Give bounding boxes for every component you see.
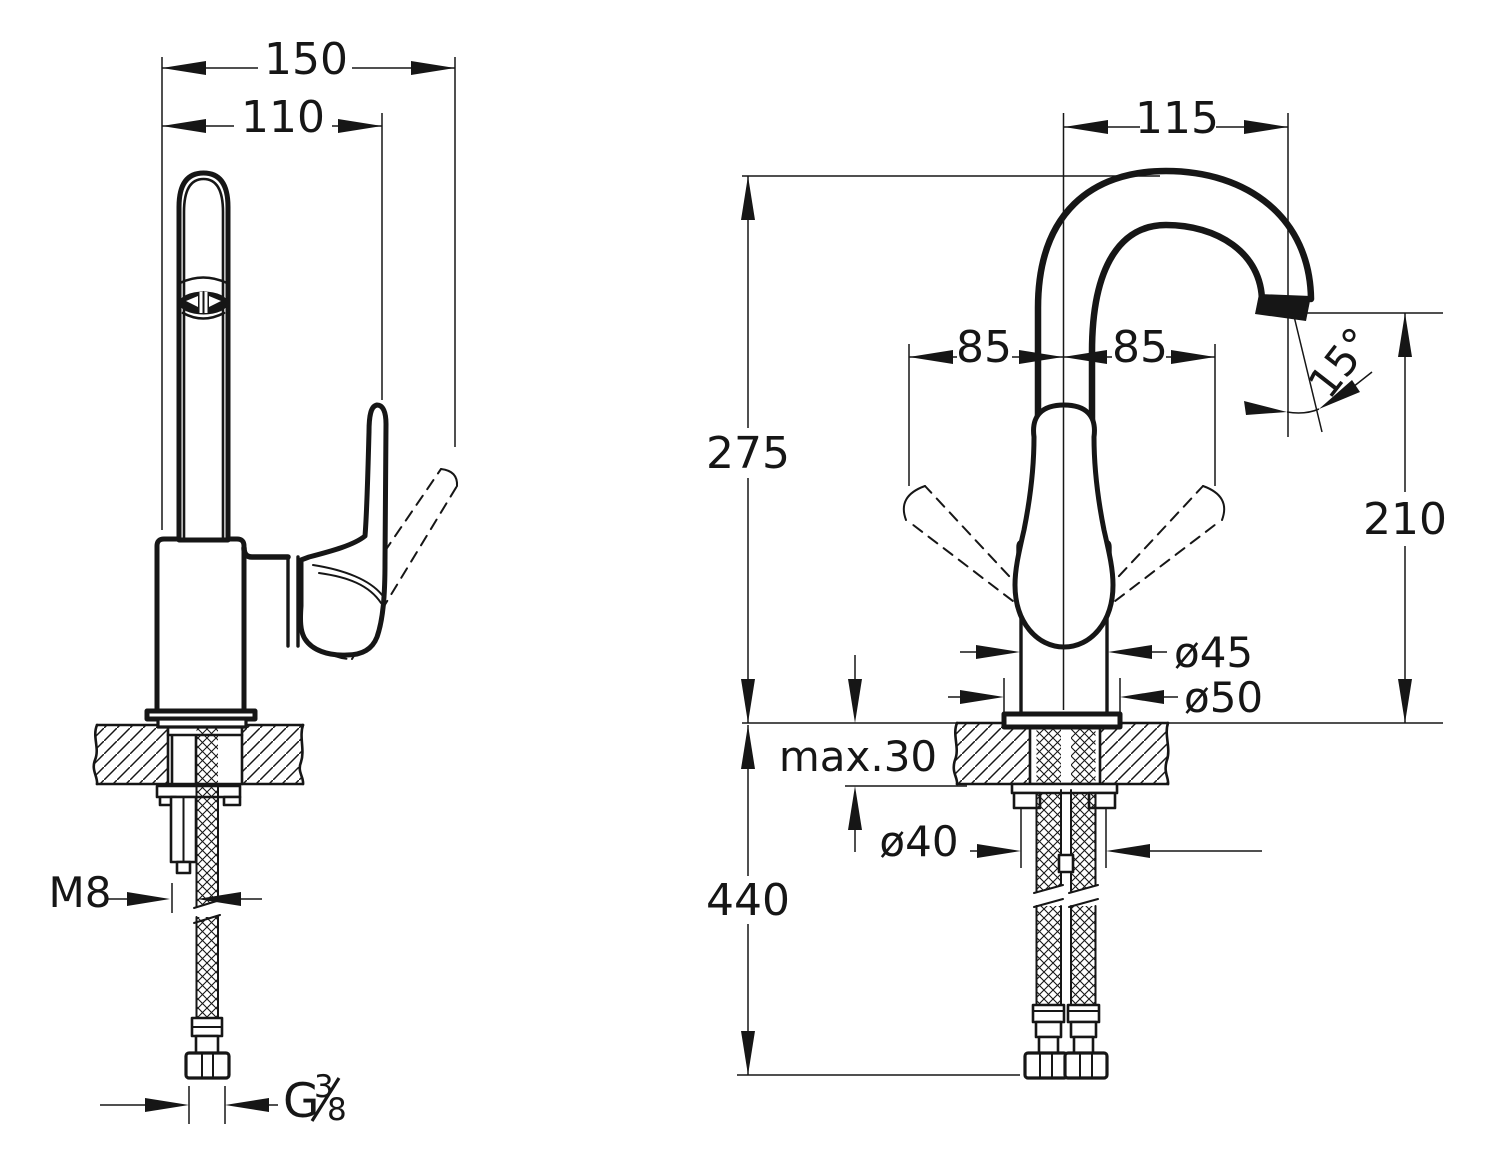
dim-spout-height-label: 210 (1363, 494, 1447, 545)
supply-hose (184, 783, 231, 1080)
dim-deck-thickness-label: max.30 (779, 732, 937, 781)
dim-hole-diameter-label: ø40 (879, 817, 958, 866)
cartridge-collar (286, 555, 300, 648)
hose-nut-right (1063, 1051, 1109, 1080)
dim-spout-reach-label: 110 (241, 92, 325, 143)
side-faucet-body (144, 536, 300, 729)
dim-deck-thickness: max.30 (779, 655, 967, 852)
dim-body-diameter: ø45 (960, 628, 1253, 677)
dim-overall-width: 150 (162, 34, 455, 85)
front-spout (1034, 167, 1315, 437)
side-countertop (92, 723, 305, 786)
side-mounting-hardware (155, 783, 242, 1080)
dim-thread: M8 (49, 868, 262, 917)
dim-body-diameter-label: ø45 (1174, 628, 1253, 677)
dim-base-diameter: ø50 (948, 673, 1263, 722)
side-spout (176, 170, 231, 543)
dim-overall-width-label: 150 (264, 34, 348, 85)
side-view: 150 110 M8 G 3 (49, 34, 459, 1129)
dim-outlet-angle: 15° (1244, 311, 1383, 433)
dim-reach-label: 115 (1135, 93, 1219, 144)
dim-handle-swing: 85 85 (908, 322, 1216, 486)
front-countertop (952, 721, 1170, 786)
side-handle (298, 402, 389, 658)
dim-handle-swing-left-label: 85 (956, 322, 1012, 373)
spout-outlet (1255, 294, 1311, 321)
fraction-slash (310, 1077, 341, 1122)
front-view: 115 275 440 max.30 (706, 93, 1447, 1080)
hose-nut-left (1023, 1051, 1069, 1080)
front-dimensions: 115 275 440 max.30 (706, 93, 1447, 1076)
side-dimensions: 150 110 M8 G 3 (49, 34, 456, 1129)
supply-hoses (1023, 789, 1109, 1080)
hose-nut (184, 1051, 231, 1080)
dim-spout-height: 210 (1300, 312, 1447, 723)
front-mounting-hardware (1010, 782, 1119, 1080)
dim-thread-label: M8 (49, 868, 112, 917)
dim-hole-diameter: ø40 (879, 808, 1262, 868)
dim-spout-reach: 110 (162, 92, 382, 143)
dim-hose-length: 440 (706, 725, 1020, 1076)
dim-reach: 115 (1064, 93, 1288, 144)
dim-total-height: 275 (706, 176, 790, 723)
dim-base-diameter-label: ø50 (1184, 673, 1263, 722)
dim-connection: G 3 8 (100, 1069, 347, 1129)
dim-handle-swing-right-label: 85 (1112, 322, 1168, 373)
washer-plate (1010, 782, 1119, 795)
dim-hose-length-label: 440 (706, 875, 790, 926)
center-stud (1057, 853, 1075, 874)
base-flange (1001, 711, 1123, 730)
dim-connection-denominator: 8 (327, 1092, 347, 1128)
dim-total-height-label: 275 (706, 428, 790, 479)
dim-outlet-angle-label: 15° (1298, 318, 1382, 407)
base-flange (144, 708, 258, 722)
